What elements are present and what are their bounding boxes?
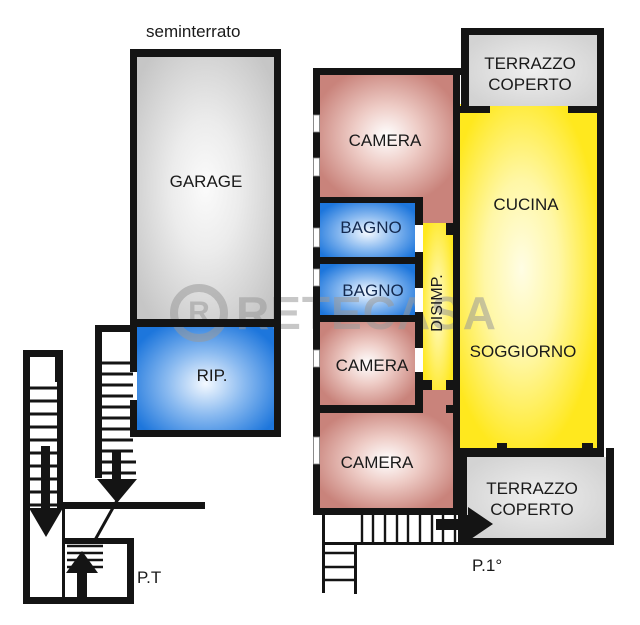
label-terrazzo-bottom: TERRAZZO COPERTO xyxy=(486,478,578,520)
room-rip xyxy=(137,327,274,430)
label-bagno-1: BAGNO xyxy=(340,218,402,237)
label-camera-top: CAMERA xyxy=(348,131,422,150)
label-rip: RIP. xyxy=(196,366,228,385)
label-cucina: CUCINA xyxy=(493,195,559,214)
mid-staircase xyxy=(95,325,137,478)
room-bagno-1 xyxy=(320,203,415,257)
room-bagno-2 xyxy=(320,264,415,315)
room-terrazzo-top xyxy=(469,35,597,106)
label-camera-mid: CAMERA xyxy=(335,356,409,375)
label-garage: GARAGE xyxy=(169,172,243,191)
room-camera-top xyxy=(320,75,453,197)
label-terrazzo-top: TERRAZZO COPERTO xyxy=(484,53,576,95)
arrow-down-left-icon xyxy=(29,446,63,537)
label-terrazzo-bottom-line2: COPERTO xyxy=(490,500,574,519)
room-camera-bottom xyxy=(320,413,453,508)
room-garage xyxy=(137,55,274,319)
watermark-logo-icon: R xyxy=(170,284,228,342)
watermark: R RETECASA xyxy=(170,284,497,342)
label-terrazzo-bottom-line1: TERRAZZO xyxy=(486,479,578,498)
room-disimp xyxy=(423,223,453,390)
label-camera-bottom: CAMERA xyxy=(340,453,414,472)
floor-title-seminterrato: seminterrato xyxy=(146,22,241,41)
ground-floor-landing xyxy=(23,496,205,604)
label-soggiorno: SOGGIORNO xyxy=(469,342,577,361)
label-terrazzo-top-line2: COPERTO xyxy=(488,75,572,94)
level-label-p1: P.1° xyxy=(472,556,503,575)
external-staircase xyxy=(322,515,480,594)
room-corridor-nook xyxy=(423,388,453,413)
level-label-pt: P.T xyxy=(137,568,162,587)
room-cucina-soggiorno xyxy=(460,104,597,448)
label-disimp: DISIMP. xyxy=(429,274,446,332)
label-bagno-2: BAGNO xyxy=(342,281,404,300)
left-staircase xyxy=(23,350,63,603)
room-camera-top-nook xyxy=(423,197,453,223)
arrow-down-mid-icon xyxy=(97,452,137,503)
arrow-up-pt-icon xyxy=(66,551,98,604)
label-terrazzo-top-line1: TERRAZZO xyxy=(484,54,576,73)
room-camera-mid xyxy=(320,322,415,405)
